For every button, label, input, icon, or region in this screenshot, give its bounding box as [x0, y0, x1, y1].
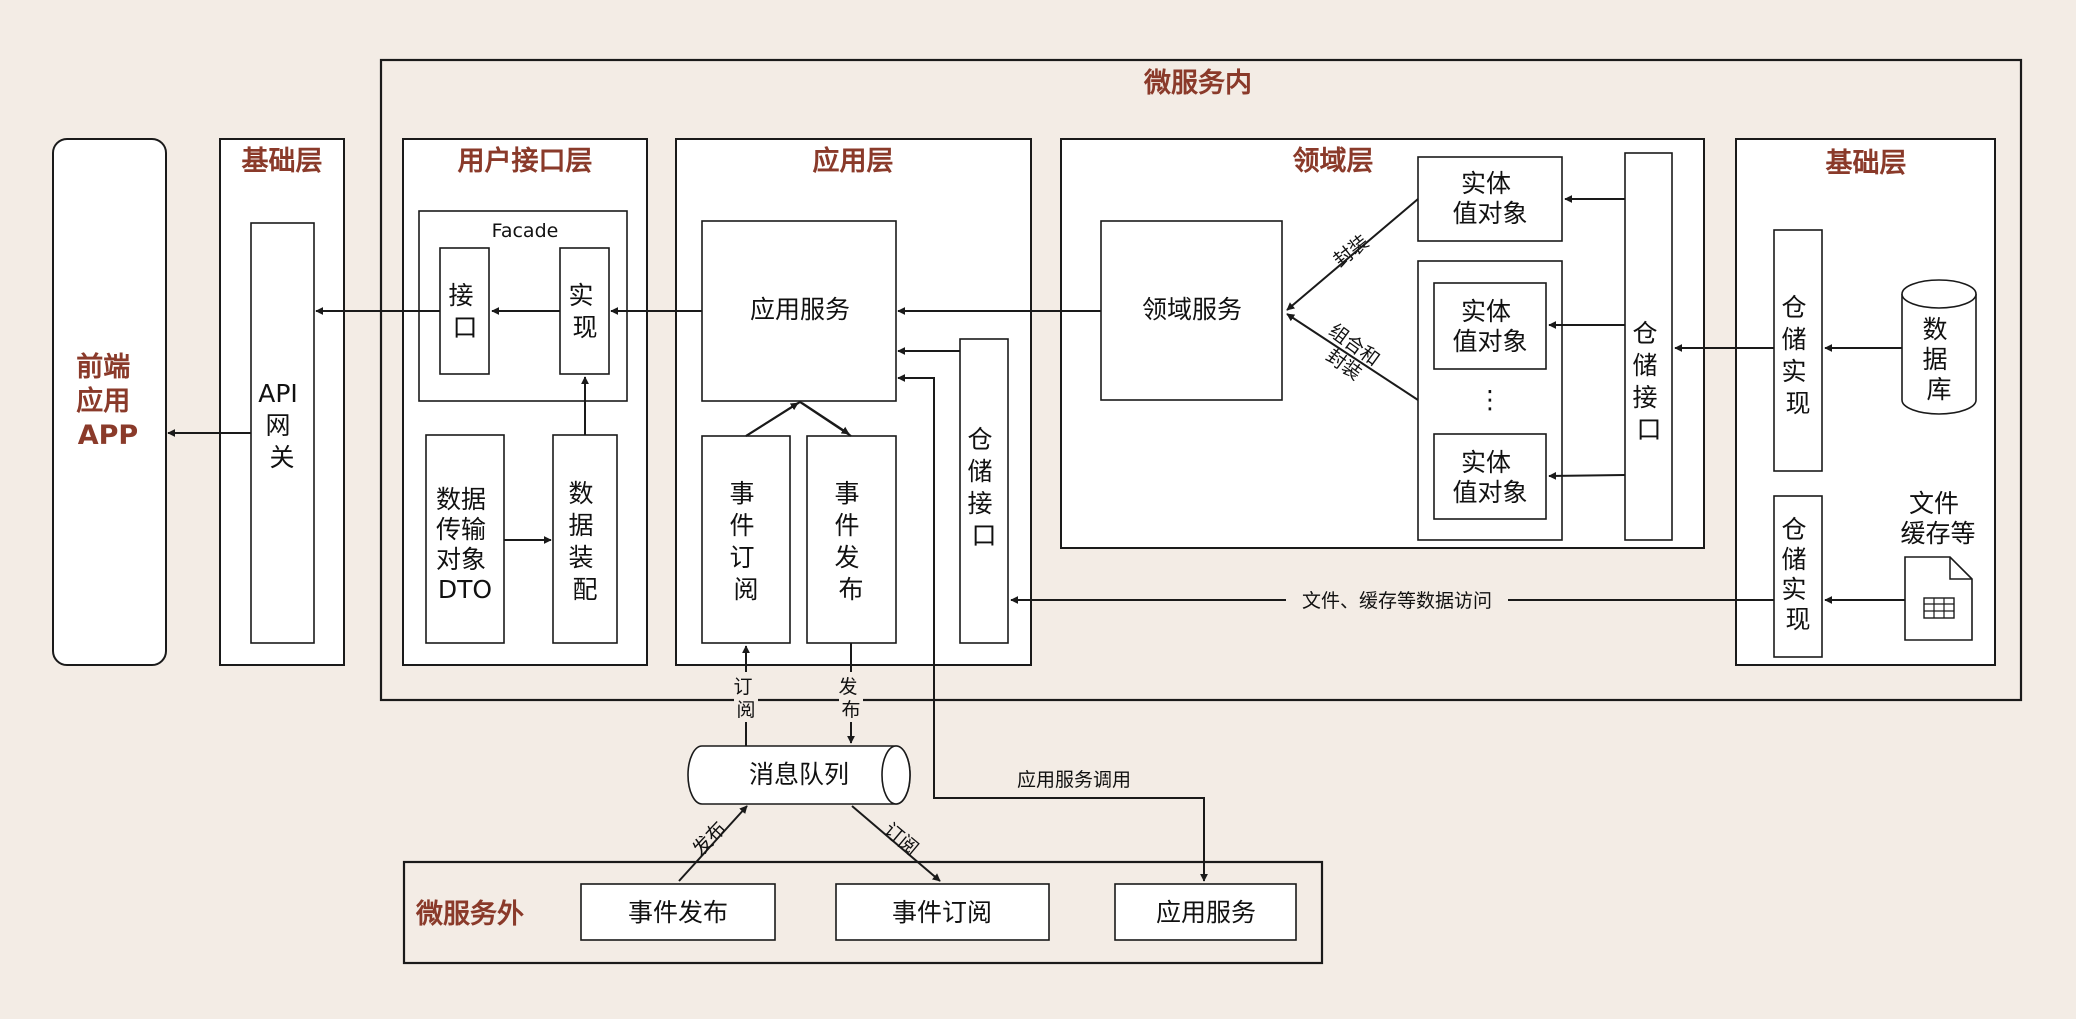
app-service-box [701, 220, 897, 402]
app-service-label: 应用服务 [750, 295, 850, 324]
publish-edge-label: 发 布 [838, 676, 863, 721]
domain-repo-interface-label: 仓 储 接 口 [1633, 319, 1666, 444]
domain-repo-interface-box [1624, 152, 1673, 541]
domain-service-label: 领域服务 [1142, 295, 1242, 324]
database-label: 数 据 库 [1923, 315, 1956, 404]
entity-value-label-2: 实体 值对象 [1452, 297, 1527, 356]
subscribe-edge-label: 订 阅 [733, 676, 758, 721]
ui-layer-title: 用户接口层 [458, 145, 593, 177]
event-subscribe-box [701, 435, 791, 644]
edge-ext-appservice-call [897, 374, 1208, 882]
frontend-app-title: 前端 应用 APP [76, 351, 139, 451]
entity-ellipsis: ⋮ [1478, 385, 1503, 414]
facade-impl-label: 实 现 [569, 281, 602, 342]
repo-impl-label-2: 仓 储 实 现 [1782, 515, 1815, 634]
ext-event-subscribe-label: 事件订阅 [892, 898, 992, 927]
infra-layer-left-title: 基础层 [242, 146, 323, 177]
domain-service-box [1100, 220, 1283, 401]
edge-subscribe-arrow [745, 402, 799, 437]
ext-publish-edge-label: 发布 [689, 818, 731, 861]
facade-label: Facade [492, 220, 559, 242]
event-subscribe-label: 事 件 订 阅 [730, 479, 763, 604]
microservice-outer-frame [402, 860, 1324, 965]
event-publish-label: 事 件 发 布 [835, 479, 868, 604]
facade-interface-box [439, 247, 490, 375]
ext-event-publish-label: 事件发布 [628, 898, 728, 927]
ext-app-service-label: 应用服务 [1156, 898, 1256, 927]
event-publish-box [806, 435, 897, 644]
repo-impl-box-2 [1773, 495, 1823, 658]
app-service-call-label: 应用服务调用 [1017, 769, 1131, 791]
ext-app-service-box [1114, 883, 1297, 941]
assembler-label: 数 据 装 配 [569, 479, 602, 604]
entity-value-box-1 [1417, 156, 1563, 242]
ext-event-publish-box [580, 883, 776, 941]
file-cache-access-label: 文件、缓存等数据访问 [1302, 590, 1492, 612]
facade-interface-label: 接 口 [449, 281, 482, 342]
edge-ext-publish-to-queue [678, 805, 748, 882]
ext-event-subscribe-box [835, 883, 1050, 941]
file-cache-label: 文件 缓存等 [1900, 489, 1975, 548]
database-icon [1901, 279, 1977, 415]
microservice-outer-title: 微服务外 [415, 899, 524, 930]
edge-repo-to-entity3 [1548, 471, 1626, 480]
ext-subscribe-edge-label: 订阅 [879, 819, 922, 860]
entity-value-label-1: 实体 值对象 [1452, 169, 1527, 228]
domain-layer-title: 领域层 [1293, 146, 1374, 177]
microservice-inner-title: 微服务内 [1143, 68, 1252, 99]
entity-value-box-2 [1433, 282, 1547, 370]
file-spreadsheet-icon [1904, 556, 1973, 641]
frontend-app-box [52, 138, 167, 666]
assembler-box [552, 434, 618, 644]
edge-entitygroup-to-domainservice [1286, 313, 1419, 401]
application-layer-title: 应用层 [813, 145, 894, 177]
entity-value-box-3 [1433, 433, 1547, 520]
infra-layer-right-title: 基础层 [1826, 148, 1907, 179]
edge-publish-arrow [801, 402, 850, 435]
entity-value-label-3: 实体 值对象 [1452, 448, 1527, 507]
message-queue-label: 消息队列 [749, 760, 849, 789]
edge-queue-to-ext-subscribe [851, 805, 941, 882]
repo-impl-label-1: 仓 储 实 现 [1782, 293, 1815, 418]
api-gateway-label: API 网 关 [258, 379, 306, 472]
api-gateway-box [250, 222, 315, 644]
repo-impl-box-1 [1773, 229, 1823, 472]
edge-entity1-to-domainservice [1286, 198, 1419, 311]
dto-box [425, 434, 505, 644]
facade-impl-box [559, 247, 610, 375]
dto-label: 数据 传输 对象 DTO [436, 485, 494, 604]
